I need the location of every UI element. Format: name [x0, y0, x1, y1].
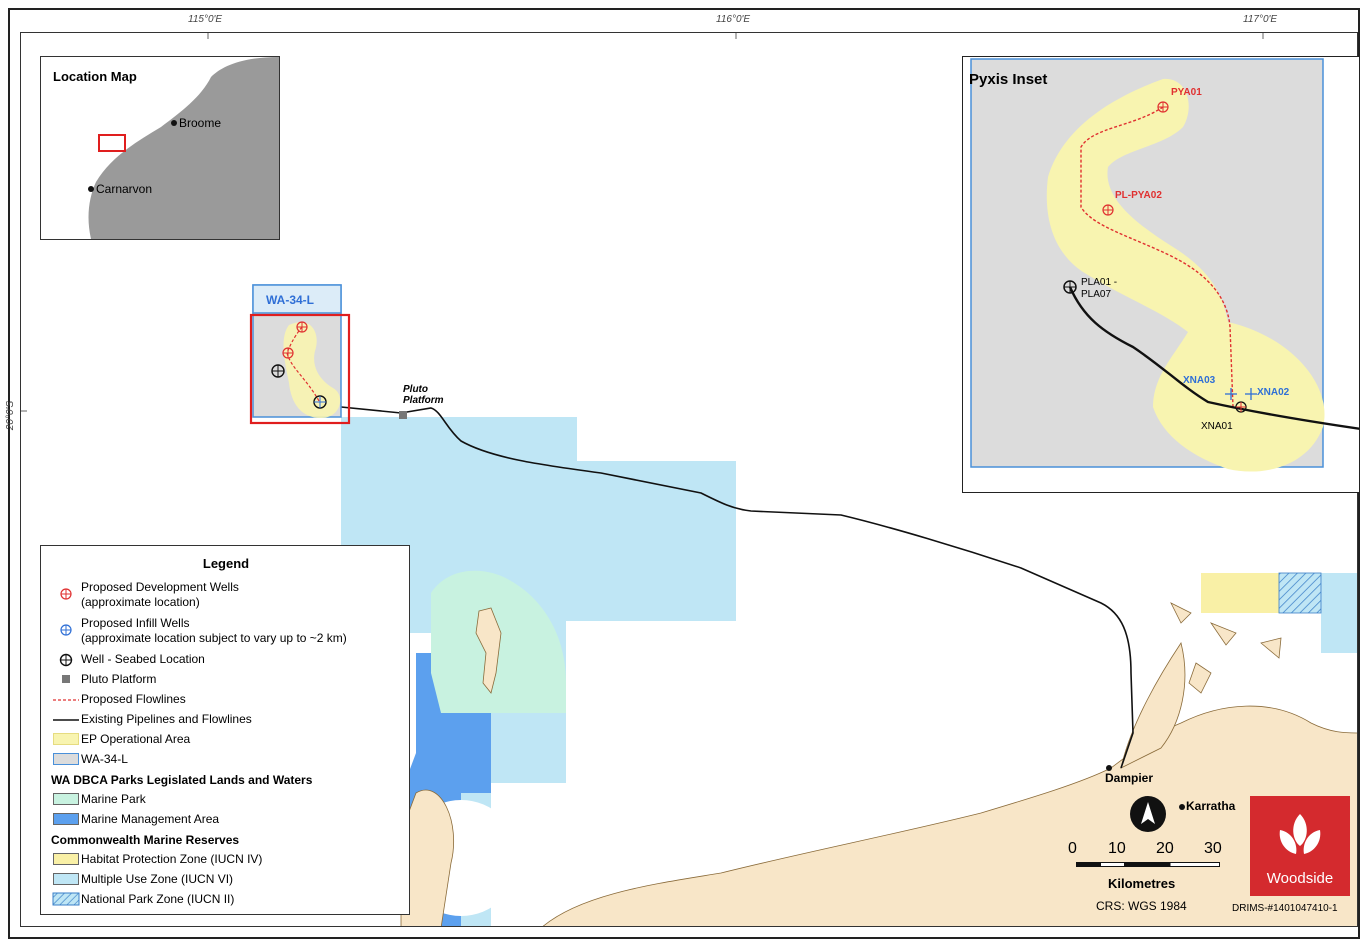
legend-label: Marine Park: [81, 792, 146, 806]
graticule-lon-117: 117°0'E: [1243, 14, 1278, 25]
platform-label: Pluto Platform: [403, 384, 444, 406]
pluto-platform-marker: [399, 411, 407, 419]
multiple-use-zone-east: [1321, 573, 1357, 653]
legend-title: Legend: [202, 556, 250, 571]
scale-tick-0: 0: [1068, 840, 1077, 857]
legend-item-proposed-dev-wells: Proposed Development Wells (approximate …: [51, 580, 239, 610]
legend-label: Well - Seabed Location: [81, 652, 205, 666]
legend-item-national-park: National Park Zone (IUCN II): [51, 892, 234, 907]
peninsula: [1120, 642, 1186, 769]
legend-label: Existing Pipelines and Flowlines: [81, 712, 252, 726]
inset-locator-box: [249, 313, 351, 425]
scale-tick-30: 30: [1204, 840, 1222, 857]
legend-item-ep-operational-area: EP Operational Area: [51, 732, 190, 747]
mainland: [542, 705, 1357, 926]
location-carnarvon: Carnarvon: [96, 182, 153, 196]
pyxis-inset: Pyxis Inset PYA01 PL-PYA02 PLA01 - PLA07…: [962, 56, 1360, 493]
legend-label: WA-34-L: [81, 752, 128, 766]
legend-label: Multiple Use Zone (IUCN VI): [81, 872, 234, 886]
scale-bar-graphic: [1076, 862, 1220, 867]
location-map: Location Map Broome Carnarvon: [40, 56, 280, 240]
habitat-protection-zone: [1201, 573, 1279, 613]
ep-operational-area: [283, 322, 341, 418]
legend-item-marine-management-area: Marine Management Area: [51, 812, 219, 827]
legend-item-pluto-platform: Pluto Platform: [51, 672, 156, 687]
permit-label: WA-34-L: [266, 293, 314, 307]
location-broome: Broome: [179, 116, 222, 130]
legend-item-wa-34-l: WA-34-L: [51, 752, 128, 767]
well-pl-pya02: PL-PYA02: [1115, 190, 1162, 201]
national-park-zone: [1278, 572, 1322, 614]
legend-item-existing-pipelines: Existing Pipelines and Flowlines: [51, 712, 252, 727]
legend-label: Proposed Flowlines: [81, 692, 186, 706]
islands: [475, 607, 502, 694]
north-arrow-icon: [1130, 796, 1166, 832]
legend-item-proposed-flowlines: Proposed Flowlines: [51, 692, 186, 707]
woodside-logo: Woodside: [1250, 796, 1350, 896]
legend-item-multiple-use: Multiple Use Zone (IUCN VI): [51, 872, 233, 887]
well-xna01: XNA01: [1201, 421, 1233, 432]
scale-tick-20: 20: [1156, 840, 1174, 857]
legend-section-wa-dbca: WA DBCA Parks Legislated Lands and Water…: [51, 773, 313, 787]
location-map-title: Location Map: [53, 69, 137, 84]
west-land: [400, 789, 455, 926]
well-pya01: PYA01: [1171, 87, 1202, 98]
location-map-canvas: [88, 57, 279, 239]
platform-icon: [62, 675, 70, 683]
place-dampier: Dampier: [1105, 771, 1154, 785]
existing-pipeline: [320, 404, 1134, 769]
legend-label: Marine Management Area: [81, 812, 220, 826]
legend-item-marine-park: Marine Park: [51, 792, 146, 807]
pyxis-inset-title: Pyxis Inset: [969, 71, 1048, 88]
legend-label: National Park Zone (IUCN II): [81, 892, 235, 906]
legend-label: Proposed Infill Wells (approximate locat…: [81, 616, 347, 645]
graticule-lat-20: 20°0'S: [5, 400, 17, 431]
woodside-logo-text: Woodside: [1266, 870, 1334, 887]
legend-label: Proposed Development Wells (approximate …: [81, 580, 239, 609]
main-map-canvas: [21, 33, 1357, 926]
scale-bar: 0 10 20 30: [1068, 840, 1238, 880]
woodside-logo-mark-icon: [1279, 814, 1321, 854]
well-xna02: XNA02: [1257, 387, 1290, 398]
scale-tick-10: 10: [1108, 840, 1126, 857]
legend-item-habitat-protection: Habitat Protection Zone (IUCN IV): [51, 852, 262, 867]
legend: Legend Proposed Development Wells (appro…: [40, 545, 410, 915]
well-pla01-pla07: PLA01 - PLA07: [1081, 277, 1118, 300]
legend-label: Habitat Protection Zone (IUCN IV): [81, 852, 263, 866]
doc-id: DRIMS-#1401047410-1: [1232, 903, 1338, 914]
pyxis-inset-canvas: [970, 58, 1359, 472]
legend-section-cmr: Commonwealth Marine Reserves: [51, 833, 240, 847]
graticule-lon-115: 115°0'E: [188, 14, 223, 25]
legend-item-seabed-location: Well - Seabed Location: [51, 652, 205, 667]
legend-label: Pluto Platform: [81, 672, 157, 686]
place-karratha: Karratha: [1186, 799, 1236, 813]
main-map[interactable]: [20, 32, 1358, 927]
legend-item-infill-wells: Proposed Infill Wells (approximate locat…: [51, 616, 347, 646]
well-xna03: XNA03: [1183, 375, 1216, 386]
scale-unit: Kilometres: [1108, 876, 1176, 891]
crs-label: CRS: WGS 1984: [1096, 899, 1187, 913]
legend-label: EP Operational Area: [81, 732, 191, 746]
graticule-lon-116: 116°0'E: [716, 14, 751, 25]
